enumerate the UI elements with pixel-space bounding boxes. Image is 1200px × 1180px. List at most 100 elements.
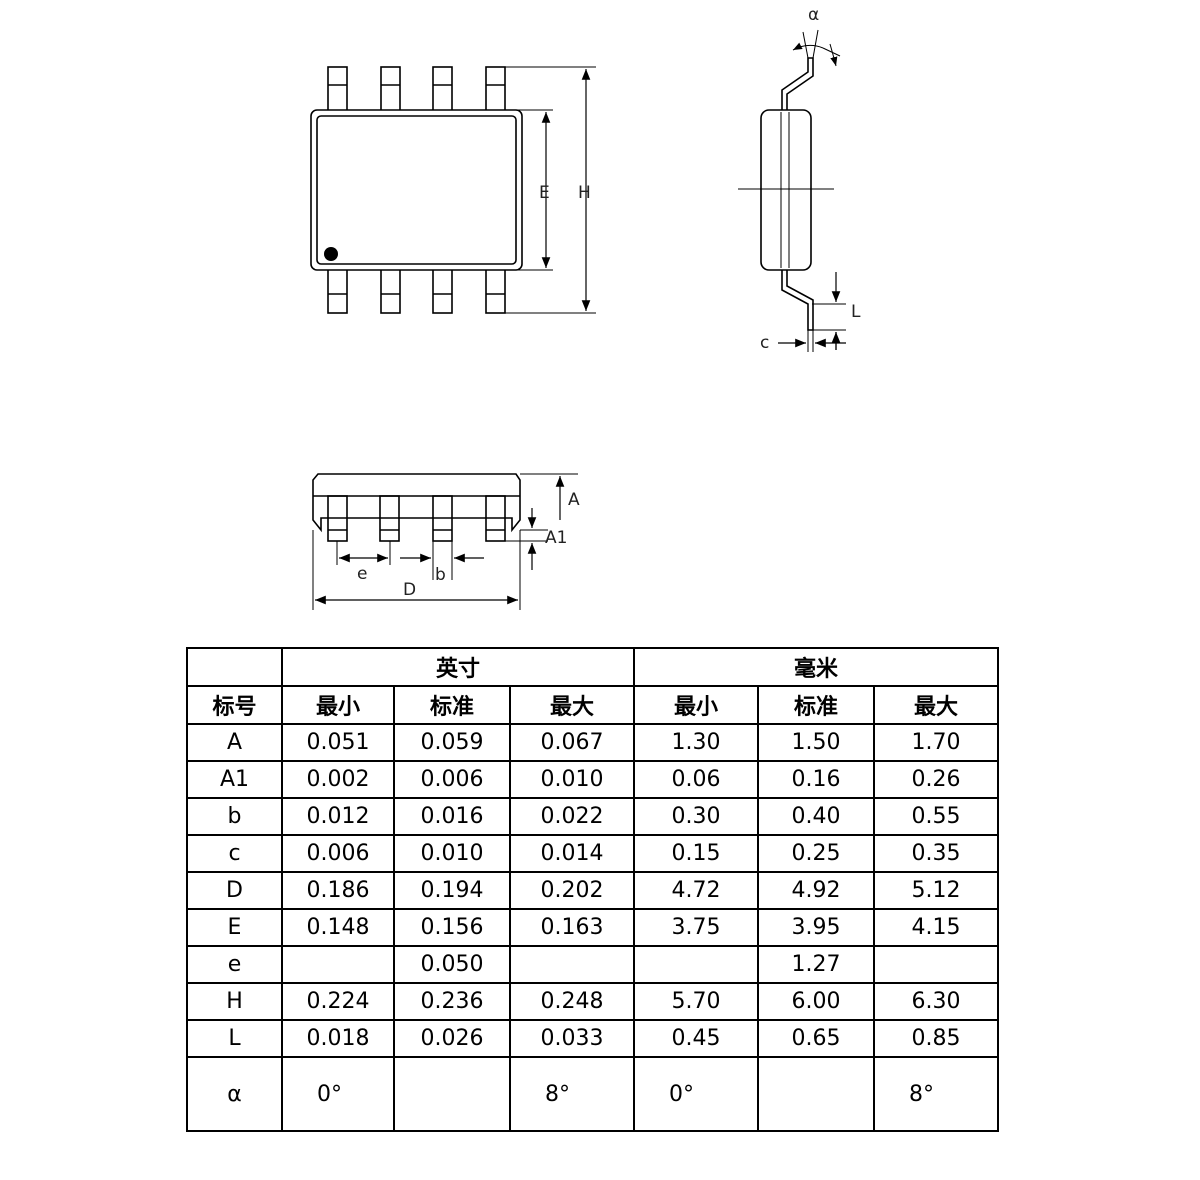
cell-symbol: c — [186, 834, 283, 873]
cell-mm-nom: 0.40 — [757, 797, 875, 836]
top-view-lower-pins — [327, 267, 506, 314]
cell-mm-min: 4.72 — [633, 871, 759, 910]
table-row: H 0.224 0.236 0.248 5.70 6.00 6.30 — [186, 982, 999, 1021]
cell-inch-nom — [393, 1056, 511, 1132]
cell-symbol: A1 — [186, 760, 283, 799]
cell-mm-nom: 6.00 — [757, 982, 875, 1021]
table-row: e 0.050 1.27 — [186, 945, 999, 984]
cell-mm-nom: 0.25 — [757, 834, 875, 873]
table-row: c 0.006 0.010 0.014 0.15 0.25 0.35 — [186, 834, 999, 873]
top-view-upper-pins — [327, 66, 506, 112]
cell-symbol: E — [186, 908, 283, 947]
cell-inch-nom: 0.026 — [393, 1019, 511, 1058]
cell-inch-max: 0.248 — [509, 982, 635, 1021]
cell-inch-min: 0.006 — [281, 834, 395, 873]
cell-mm-nom: 0.65 — [757, 1019, 875, 1058]
cell-mm-min: 1.30 — [633, 723, 759, 762]
cell-inch-nom: 0.010 — [393, 834, 511, 873]
cell-mm-max: 0.85 — [873, 1019, 999, 1058]
table-row: A1 0.002 0.006 0.010 0.06 0.16 0.26 — [186, 760, 999, 799]
pin1-marker — [324, 247, 338, 261]
cell-mm-min: 0.30 — [633, 797, 759, 836]
cell-inch-max: 0.010 — [509, 760, 635, 799]
label-alpha: α — [808, 5, 819, 25]
cell-inch-min: 0° — [281, 1056, 395, 1132]
cell-mm-min: 0.45 — [633, 1019, 759, 1058]
cell-inch-max — [509, 945, 635, 984]
cell-inch-max: 0.014 — [509, 834, 635, 873]
cell-symbol: e — [186, 945, 283, 984]
header-blank — [186, 647, 283, 687]
label-A1: A1 — [545, 528, 567, 548]
header-mm-min: 最小 — [633, 685, 759, 725]
cell-mm-min: 3.75 — [633, 908, 759, 947]
cell-symbol: α — [186, 1056, 283, 1132]
cell-mm-nom: 3.95 — [757, 908, 875, 947]
cell-mm-min: 0.15 — [633, 834, 759, 873]
cell-mm-nom: 1.27 — [757, 945, 875, 984]
side-view — [738, 29, 846, 352]
cell-inch-max: 0.022 — [509, 797, 635, 836]
cell-symbol: D — [186, 871, 283, 910]
top-view — [310, 66, 596, 314]
front-view-body — [312, 473, 521, 533]
cell-inch-min: 0.018 — [281, 1019, 395, 1058]
cell-inch-nom: 0.006 — [393, 760, 511, 799]
cell-symbol: L — [186, 1019, 283, 1058]
cell-mm-nom: 0.16 — [757, 760, 875, 799]
top-view-body — [310, 109, 523, 271]
table-row: α 0° 8° 0° 8° — [186, 1056, 999, 1132]
cell-mm-max: 0.55 — [873, 797, 999, 836]
cell-inch-max: 8° — [509, 1056, 635, 1132]
cell-inch-nom: 0.194 — [393, 871, 511, 910]
cell-inch-min: 0.186 — [281, 871, 395, 910]
table-row: b 0.012 0.016 0.022 0.30 0.40 0.55 — [186, 797, 999, 836]
cell-mm-max: 5.12 — [873, 871, 999, 910]
label-E: E — [539, 183, 550, 203]
cell-inch-max: 0.067 — [509, 723, 635, 762]
table-row: L 0.018 0.026 0.033 0.45 0.65 0.85 — [186, 1019, 999, 1058]
cell-inch-min: 0.012 — [281, 797, 395, 836]
cell-mm-min: 5.70 — [633, 982, 759, 1021]
table-row: D 0.186 0.194 0.202 4.72 4.92 5.12 — [186, 871, 999, 910]
cell-symbol: A — [186, 723, 283, 762]
cell-mm-max: 1.70 — [873, 723, 999, 762]
label-H: H — [578, 183, 591, 203]
cell-inch-min — [281, 945, 395, 984]
cell-inch-max: 0.033 — [509, 1019, 635, 1058]
label-b: b — [435, 565, 446, 585]
label-A: A — [568, 490, 580, 510]
label-D: D — [403, 580, 416, 600]
cell-mm-nom: 1.50 — [757, 723, 875, 762]
cell-inch-nom: 0.156 — [393, 908, 511, 947]
cell-inch-nom: 0.236 — [393, 982, 511, 1021]
label-c: c — [760, 333, 769, 353]
header-inch: 英寸 — [281, 647, 635, 687]
cell-inch-min: 0.002 — [281, 760, 395, 799]
cell-inch-nom: 0.016 — [393, 797, 511, 836]
package-drawing: E H α L c — [310, 5, 861, 610]
table-row: A 0.051 0.059 0.067 1.30 1.50 1.70 — [186, 723, 999, 762]
cell-inch-nom: 0.059 — [393, 723, 511, 762]
cell-inch-min: 0.148 — [281, 908, 395, 947]
header-mm-max: 最大 — [873, 685, 999, 725]
header-mm-nom: 标准 — [757, 685, 875, 725]
dimension-table: 英寸 毫米 标号 最小 标准 最大 最小 标准 最大 A 0.051 0.059… — [186, 647, 999, 1132]
cell-mm-min: 0° — [633, 1056, 759, 1132]
cell-symbol: b — [186, 797, 283, 836]
cell-mm-min — [633, 945, 759, 984]
side-view-body — [760, 109, 812, 271]
cell-mm-nom — [757, 1056, 875, 1132]
cell-inch-min: 0.051 — [281, 723, 395, 762]
table-row: E 0.148 0.156 0.163 3.75 3.95 4.15 — [186, 908, 999, 947]
cell-symbol: H — [186, 982, 283, 1021]
cell-inch-min: 0.224 — [281, 982, 395, 1021]
cell-inch-max: 0.202 — [509, 871, 635, 910]
cell-mm-max: 4.15 — [873, 908, 999, 947]
cell-inch-max: 0.163 — [509, 908, 635, 947]
cell-mm-max: 6.30 — [873, 982, 999, 1021]
cell-mm-max: 8° — [873, 1056, 999, 1132]
label-L: L — [851, 302, 861, 322]
cell-mm-max — [873, 945, 999, 984]
header-inch-min: 最小 — [281, 685, 395, 725]
